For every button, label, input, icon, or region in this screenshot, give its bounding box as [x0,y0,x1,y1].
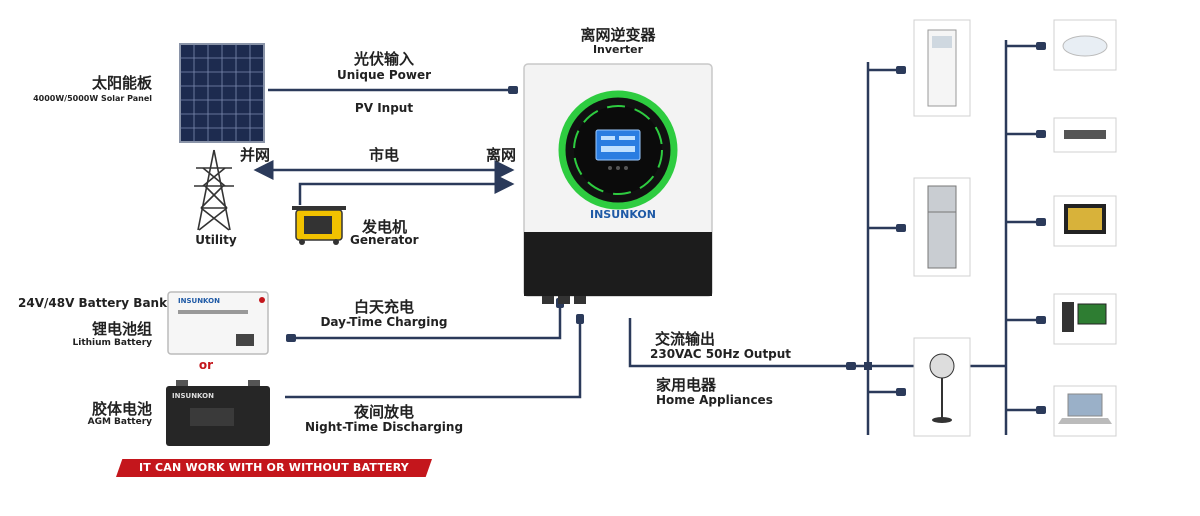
output-label-cn: 交流输出 [655,330,716,348]
lithium-label-en: Lithium Battery [72,338,152,348]
appliances-label-en: Home Appliances [656,393,773,407]
lithium-label-cn: 锂电池组 [91,320,152,338]
utility-label: Utility [195,233,237,247]
lithium-battery-brand: INSUNKON [178,297,220,305]
battery-bank-label: 24V/48V Battery Bank [18,296,168,310]
night-discharging-en: Night-Time Discharging [304,420,464,434]
generator-line [298,174,515,205]
output-line [628,318,850,368]
grid-right-cn: 离网 [486,146,517,164]
pv-label-cn: 光伏输入 [353,50,415,68]
day-charging-en: Day-Time Charging [320,315,448,329]
inverter-brand-logo: INSUNKON [590,208,656,221]
night-discharging-cn: 夜间放电 [353,403,415,421]
agm-label-cn: 胶体电池 [91,400,152,418]
generator-label-en: Generator [350,233,419,247]
agm-label-en: AGM Battery [87,417,152,427]
day-charging-cn: 白天充电 [353,298,415,316]
or-label: or [198,358,214,372]
battery-optional-banner: IT CAN WORK WITH OR WITHOUT BATTERY [116,459,432,477]
grid-left-cn: 并网 [240,146,271,164]
appliances-label-cn: 家用电器 [656,376,717,394]
output-label-en: 230VAC 50Hz Output [650,347,792,361]
day-charging-line [290,300,562,340]
inverter-title-cn: 离网逆变器 [580,26,656,44]
generator-label-cn: 发电机 [362,218,408,236]
night-discharging-line [285,320,582,399]
pv-label-en2: PV Input [354,101,414,115]
solar-subtitle: 4000W/5000W Solar Panel [33,94,152,103]
inverter-title-en: Inverter [592,43,644,56]
agm-battery-brand: INSUNKON [172,392,214,400]
grid-mid-cn: 市电 [368,146,400,164]
pv-label-en: Unique Power [336,68,432,82]
solar-title-cn: 太阳能板 [91,74,152,92]
